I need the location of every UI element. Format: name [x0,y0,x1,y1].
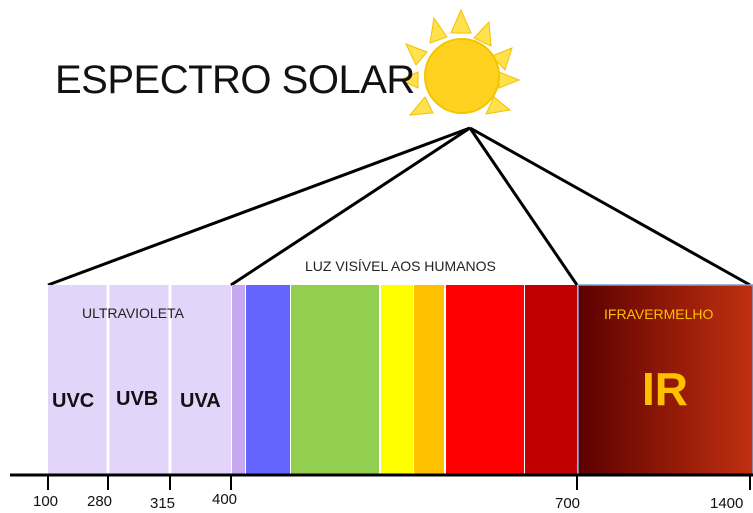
visible-light-label: LUZ VISÍVEL AOS HUMANOS [305,258,496,274]
axis-tick-marks [47,475,751,490]
uvc-label: UVC [52,390,95,412]
sun-icon [398,8,521,116]
ir-short-label: IR [642,363,688,415]
page-title: ESPECTRO SOLAR [55,58,415,102]
tick-label-280: 280 [87,493,113,510]
orange-band [414,285,444,475]
uvb-label: UVB [116,388,159,410]
tick-label-700: 700 [555,495,581,512]
dark-red-band [525,285,577,475]
tick-label-400: 400 [212,491,238,508]
projection-lines [47,126,751,287]
ir-region [577,284,753,476]
uva-label: UVA [180,390,221,412]
uv-region [48,285,231,475]
tick-label-100: 100 [33,493,59,510]
red-band [446,285,524,475]
violet-band [232,285,245,475]
yellow-band [381,285,413,475]
infrared-label: IFRAVERMELHO [604,306,714,322]
blue-band [246,285,290,475]
tick-label-1400: 1400 [710,495,744,512]
ultraviolet-label: ULTRAVIOLETA [82,305,184,321]
tick-label-315: 315 [150,495,176,512]
green-band [291,285,379,475]
